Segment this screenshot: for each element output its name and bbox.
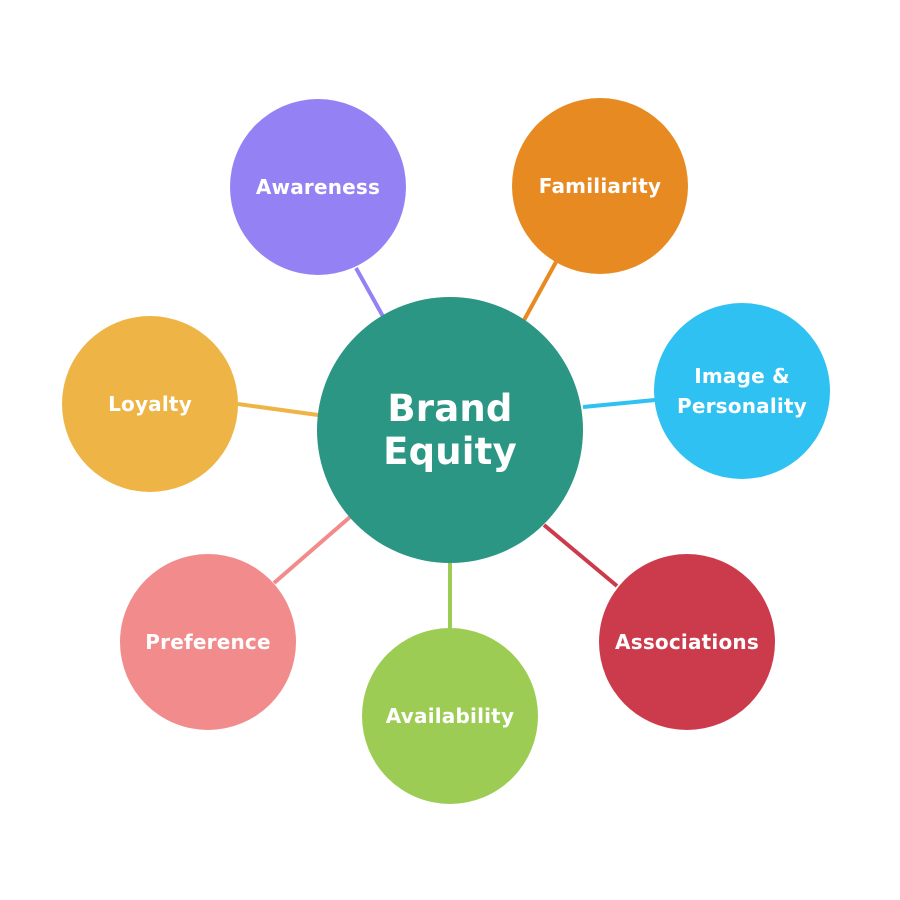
connector-familiarity — [521, 261, 558, 323]
connector-preference — [272, 515, 352, 585]
node-image-personality-label: Image & Personality — [677, 364, 807, 418]
node-preference: Preference — [120, 554, 296, 730]
node-familiarity-label: Familiarity — [538, 174, 662, 198]
node-availability: Availability — [362, 628, 538, 804]
connector-associations — [542, 523, 619, 588]
connector-image — [582, 398, 656, 409]
connector-awareness — [354, 267, 387, 321]
node-familiarity: Familiarity — [512, 98, 688, 274]
node-preference-label: Preference — [145, 630, 271, 654]
node-associations-label: Associations — [615, 630, 759, 654]
connector-loyalty — [237, 402, 319, 417]
node-awareness-label: Awareness — [255, 175, 381, 199]
node-image-personality: Image & Personality — [654, 303, 830, 479]
node-availability-label: Availability — [385, 704, 515, 728]
node-associations: Associations — [599, 554, 775, 730]
node-loyalty: Loyalty — [62, 316, 238, 492]
node-awareness: Awareness — [230, 99, 406, 275]
node-loyalty-label: Loyalty — [108, 392, 192, 416]
center-node-brand-equity: Brand Equity — [317, 297, 583, 563]
center-node-label: Brand Equity — [383, 387, 517, 473]
